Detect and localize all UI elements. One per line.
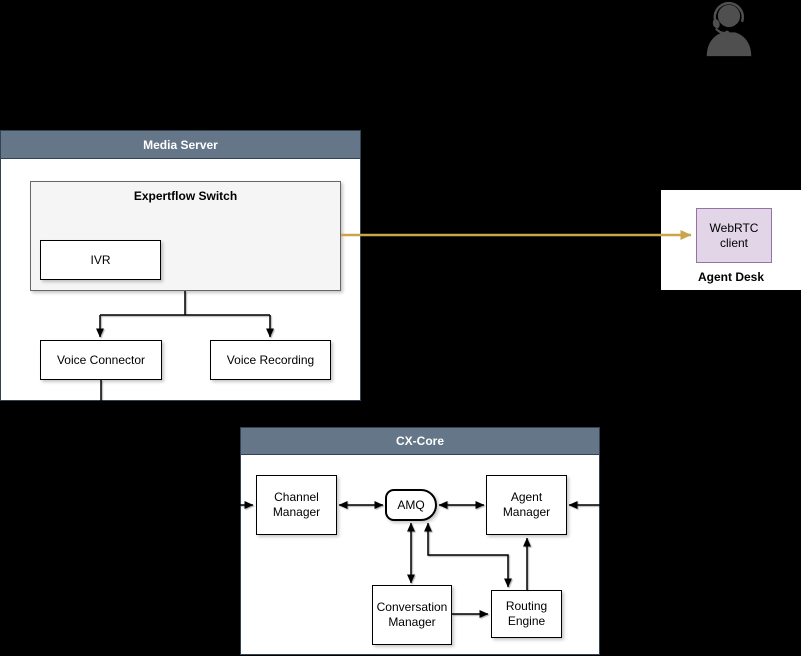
channel-manager-label: Channel Manager	[272, 490, 321, 519]
headset-earpiece	[712, 19, 720, 29]
headset-mic	[724, 30, 730, 36]
routing-engine-node: Routing Engine	[491, 590, 562, 638]
ivr-node: IVR	[40, 240, 161, 280]
person-head	[717, 4, 741, 28]
headset-mic-boom	[715, 27, 727, 34]
cx-core-container: CX-Core	[240, 427, 600, 655]
media-server-title: Media Server	[143, 137, 218, 152]
person-with-headset-icon	[706, 1, 752, 57]
media-server-header: Media Server	[1, 131, 360, 159]
webrtc-client-label: WebRTC client	[709, 220, 759, 250]
amq-node: AMQ	[385, 489, 437, 521]
agent-manager-label: Agent Manager	[502, 490, 551, 519]
routing-engine-label: Routing Engine	[505, 599, 548, 628]
cx-core-title: CX-Core	[395, 434, 444, 448]
amq-label: AMQ	[397, 497, 425, 512]
voice-recording-label: Voice Recording	[226, 352, 315, 367]
voice-recording-node: Voice Recording	[210, 340, 331, 380]
expertflow-switch-label: Expertflow Switch	[133, 189, 238, 203]
headset-band	[713, 1, 745, 26]
voice-connector-node: Voice Connector	[40, 340, 162, 380]
agent-manager-node: Agent Manager	[486, 475, 567, 535]
webrtc-client-node: WebRTC client	[696, 208, 772, 263]
cx-core-header: CX-Core	[241, 428, 599, 455]
conversation-manager-label: Conversation Manager	[376, 600, 448, 629]
agent-desk-panel: WebRTC client Agent Desk	[661, 190, 801, 290]
ivr-label: IVR	[90, 252, 111, 267]
voice-connector-label: Voice Connector	[56, 352, 146, 367]
person-torso	[706, 32, 752, 57]
channel-manager-node: Channel Manager	[256, 475, 337, 535]
conversation-manager-node: Conversation Manager	[372, 585, 452, 645]
agent-desk-label: Agent Desk	[697, 270, 765, 284]
